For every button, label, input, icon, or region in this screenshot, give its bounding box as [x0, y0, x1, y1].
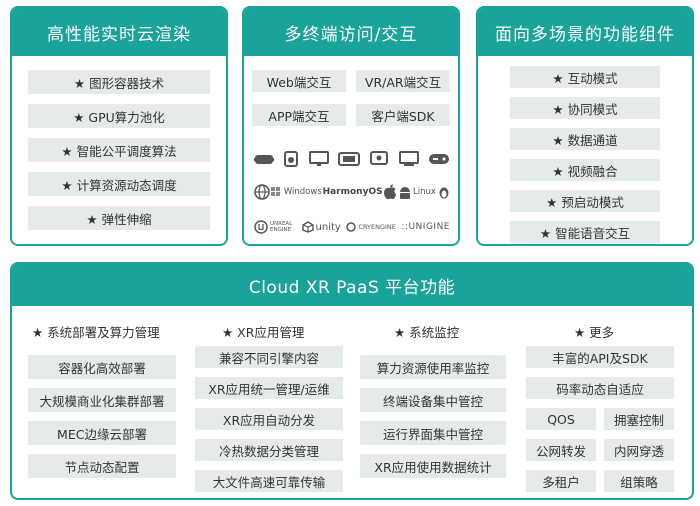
engine-logos-row: UNREAL ENGINE unity CRYENGINE ::UNIGINE [254, 220, 450, 234]
kiosk-icon [370, 151, 389, 165]
cryengine-label: CRYENGINE [358, 223, 396, 231]
monitor-item-4: XR应用使用数据统计 [360, 454, 506, 478]
xrapp-item-4: 冷热数据分类管理 [195, 439, 343, 461]
monitor-item-2: 终端设备集中管控 [360, 388, 506, 412]
linux-label: Linux [413, 187, 436, 197]
gamepad-icon [428, 154, 449, 164]
section-more-title: ★ 更多 [574, 325, 615, 340]
unreal-label: UNREAL ENGINE [270, 221, 293, 233]
android-icon [400, 187, 411, 199]
windows-label: Windows [283, 187, 322, 197]
apple-icon [384, 184, 397, 200]
scene-item-4: ★ 视频融合 [510, 159, 660, 181]
harmonyos-label: HarmonyOS [322, 187, 383, 197]
deploy-item-1: 容器化高效部署 [28, 355, 176, 379]
section-monitor-title: ★ 系统监控 [394, 325, 460, 340]
cryengine-logo: CRYENGINE [346, 222, 396, 232]
access-panel: 多终端访问/交互 Web端交互 VR/AR端交互 APP端交互 客户端SDK W… [242, 6, 460, 246]
render-item-1: ★ 图形容器技术 [28, 70, 210, 94]
linux-logo: Linux [413, 185, 450, 199]
web-globe-icon [254, 184, 270, 200]
app-chip: APP端交互 [252, 104, 346, 126]
more-item-2: 码率动态自适应 [526, 377, 674, 399]
render-panel-title: 高性能实时云渲染 [12, 8, 226, 56]
device-icons-row [254, 151, 450, 167]
render-panel: 高性能实时云渲染 ★ 图形容器技术 ★ GPU算力池化 ★ 智能公平调度算法 ★… [10, 6, 228, 246]
deploy-item-2: 大规模商业化集群部署 [28, 388, 176, 412]
windows-logo: Windows [270, 187, 322, 197]
paas-panel: Cloud XR PaaS 平台功能 ★ 系统部署及算力管理 容器化高效部署 大… [10, 262, 694, 500]
sdk-chip: 客户端SDK [356, 104, 450, 126]
more-item-5: 公网转发 [526, 439, 596, 461]
vr-headset-icon [254, 155, 274, 164]
scene-item-1: ★ 互动模式 [510, 66, 660, 88]
scene-panel-title: 面向多场景的功能组件 [478, 8, 692, 56]
scene-item-5: ★ 预启动模式 [510, 190, 660, 212]
cryengine-icon [346, 222, 357, 232]
ar-glasses-icon [284, 151, 299, 167]
more-item-7: 多租户 [526, 470, 596, 492]
scene-item-3: ★ 数据通道 [510, 128, 660, 150]
monitor-icon [308, 151, 329, 166]
monitor-item-3: 运行界面集中管控 [360, 421, 506, 445]
scene-item-2: ★ 协同模式 [510, 97, 660, 119]
more-item-3: QOS [526, 408, 596, 430]
scene-item-6: ★ 智能语音交互 [510, 221, 660, 243]
more-item-1: 丰富的API及SDK [526, 346, 674, 368]
tablet-icon [337, 152, 360, 166]
unreal-logo: UNREAL ENGINE [254, 220, 296, 234]
paas-panel-title: Cloud XR PaaS 平台功能 [12, 264, 692, 306]
unigine-label: ::UNIGINE [401, 222, 450, 232]
render-item-2: ★ GPU算力池化 [28, 104, 210, 128]
more-item-6: 内网穿透 [604, 439, 674, 461]
xrapp-item-2: XR应用统一管理/运维 [195, 377, 343, 399]
vr-ar-chip: VR/AR端交互 [356, 70, 450, 92]
xrapp-item-1: 兼容不同引擎内容 [195, 346, 343, 368]
unity-icon [301, 221, 314, 233]
section-deploy-title: ★ 系统部署及算力管理 [32, 325, 160, 340]
render-item-4: ★ 计算资源动态调度 [28, 172, 210, 196]
unreal-icon [254, 220, 268, 234]
display-icon [398, 151, 419, 166]
deploy-item-3: MEC边缘云部署 [28, 421, 176, 445]
access-panel-title: 多终端访问/交互 [244, 8, 458, 56]
web-chip: Web端交互 [252, 70, 346, 92]
more-item-4: 拥塞控制 [604, 408, 674, 430]
scene-panel: 面向多场景的功能组件 ★ 互动模式 ★ 协同模式 ★ 数据通道 ★ 视频融合 ★… [476, 6, 694, 246]
render-item-5: ★ 弹性伸缩 [28, 206, 210, 230]
section-xrapp-title: ★ XR应用管理 [222, 325, 305, 340]
os-logos-row: Windows HarmonyOS Linux [254, 184, 450, 200]
unity-label: unity [315, 221, 341, 233]
xrapp-item-5: 大文件高速可靠传输 [195, 470, 343, 492]
render-item-3: ★ 智能公平调度算法 [28, 138, 210, 162]
monitor-item-1: 算力资源使用率监控 [360, 355, 506, 379]
xrapp-item-3: XR应用自动分发 [195, 408, 343, 430]
deploy-item-4: 节点动态配置 [28, 454, 176, 478]
unity-logo: unity [301, 221, 341, 233]
penguin-icon [439, 187, 449, 199]
windows-icon [270, 187, 280, 196]
more-item-8: 组策略 [604, 470, 674, 492]
